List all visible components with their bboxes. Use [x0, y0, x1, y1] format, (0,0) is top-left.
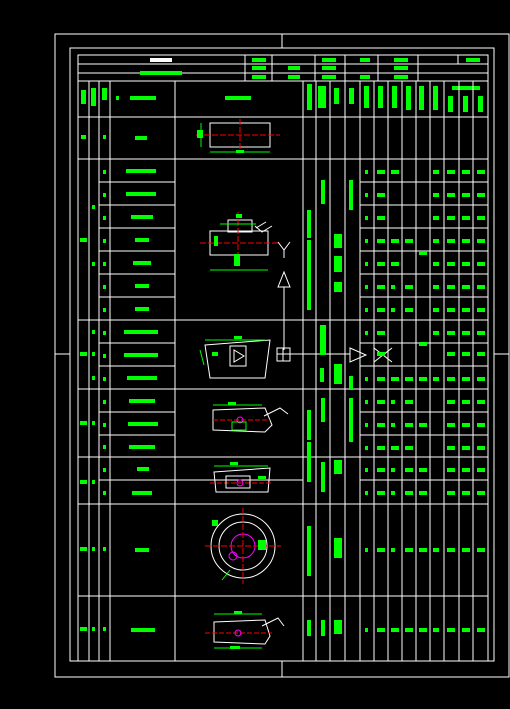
sketch-tapered-block	[199, 336, 271, 379]
sketch-round-flange	[205, 508, 281, 584]
column-grid	[88, 81, 474, 661]
equipment-column-labels	[307, 180, 353, 636]
sketch-slotted-part-final	[205, 611, 285, 649]
column-header-labels	[81, 84, 483, 112]
sheet-center-marks	[55, 34, 509, 677]
step-number-labels	[92, 135, 106, 631]
sketch-slotted-part-front	[210, 462, 272, 493]
sketch-slotted-part-side	[212, 402, 289, 433]
process-card-table	[77, 54, 489, 662]
sketch-bracket-with-tool	[200, 212, 278, 271]
sketch-rectangular-blank	[196, 119, 280, 153]
step-rows	[99, 181, 488, 481]
parameter-values	[365, 170, 485, 632]
title-block-labels	[140, 58, 480, 79]
step-description-labels	[124, 136, 158, 632]
operation-number-labels	[80, 135, 87, 631]
